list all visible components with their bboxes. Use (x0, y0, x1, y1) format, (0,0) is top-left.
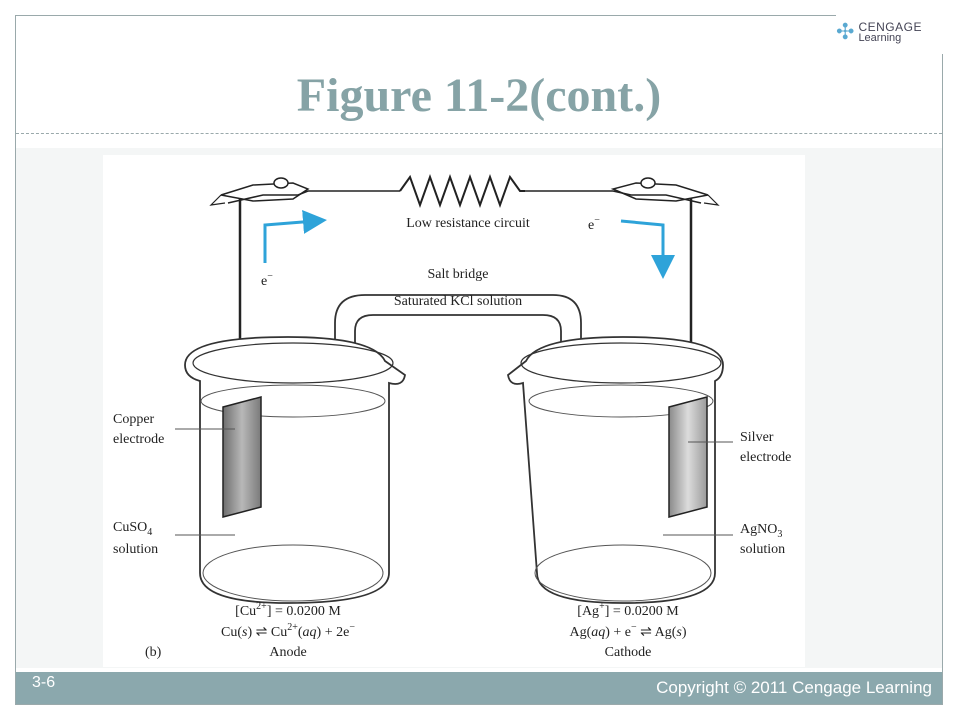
anode-label: Anode (269, 645, 306, 660)
electron-label-right: e− (588, 215, 600, 233)
electron-arrow-right (620, 219, 675, 279)
resistor-zigzag (399, 174, 525, 208)
agno3-label: AgNO3 (740, 522, 782, 540)
cathode-label: Cathode (605, 645, 652, 660)
electron-arrow-left (263, 209, 327, 263)
agno3-solution-label: solution (740, 542, 785, 557)
cathode-reaction: Ag(aq) + e− ⇌ Ag(s) (569, 622, 686, 640)
anode-reaction: Cu(s) ⇌ Cu2+(aq) + 2e− (221, 622, 355, 640)
slide-title: Figure 11-2(cont.) (296, 69, 662, 122)
right-beaker (507, 336, 724, 604)
cengage-logo-text: CENGAGE Learning (858, 21, 922, 44)
galvanic-cell-diagram: Low resistance circuit e− e− Salt bridge… (113, 174, 791, 660)
cengage-logo-icon: ✣ (836, 19, 855, 44)
circuit-label: Low resistance circuit (406, 216, 530, 231)
copper-electrode (222, 396, 262, 518)
left-alligator-clip (209, 177, 310, 206)
cathode-concentration: [Ag+] = 0.0200 M (577, 601, 679, 619)
galvanic-cell-figure: Low resistance circuit e− e− Salt bridge… (103, 155, 805, 667)
cuso4-solution-label: solution (113, 542, 158, 557)
panel-label: (b) (145, 645, 162, 660)
silver-electrode (668, 396, 708, 518)
logo-line2: Learning (858, 31, 902, 44)
title-divider (16, 133, 942, 134)
salt-bridge-label: Salt bridge (427, 267, 488, 282)
logo-line1: CENGAGE (858, 19, 922, 34)
silver-electrode-label-2: electrode (740, 450, 791, 465)
silver-electrode-label-1: Silver (740, 430, 774, 445)
cengage-logo: ✣ CENGAGE Learning (836, 10, 954, 54)
electron-label-left: e− (261, 271, 273, 289)
copper-electrode-label-2: electrode (113, 432, 164, 447)
slide-footer: 3-6 Copyright © 2011 Cengage Learning (16, 672, 942, 704)
slide-number: 3-6 (32, 674, 56, 691)
copper-electrode-label-1: Copper (113, 412, 155, 427)
copyright-notice: Copyright © 2011 Cengage Learning (656, 678, 932, 697)
salt-bridge-solution-label: Saturated KCl solution (394, 294, 522, 309)
anode-concentration: [Cu2+] = 0.0200 M (235, 601, 341, 619)
left-beaker (184, 336, 406, 604)
slide-frame (15, 15, 943, 705)
right-alligator-clip (610, 177, 720, 206)
cuso4-label: CuSO4 (113, 520, 152, 538)
